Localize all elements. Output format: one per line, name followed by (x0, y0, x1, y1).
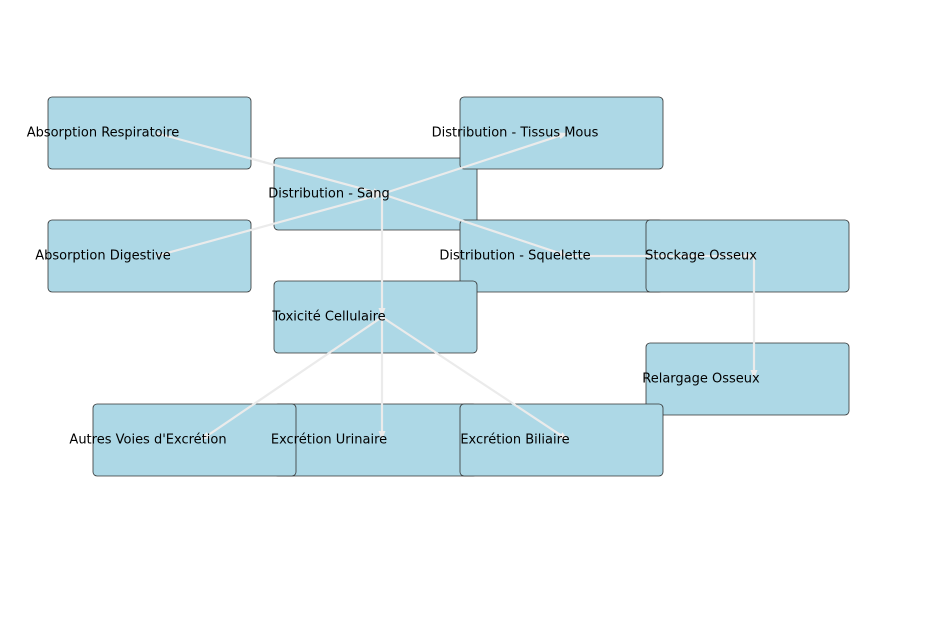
node-box-absorption-digestive (47, 219, 252, 293)
edge-line (207, 316, 383, 436)
node-label-absorption-digestive: Absorption Digestive (35, 249, 171, 264)
node-boxes (47, 96, 850, 477)
edge-line (155, 131, 374, 193)
node-label-absorption-respiratoire: Absorption Respiratoire (27, 126, 180, 141)
arrowhead-icon (750, 370, 758, 379)
node-box-autres-voies (92, 403, 297, 477)
arrowhead-icon (201, 432, 211, 440)
node-box-relargage-osseux (645, 342, 850, 416)
edge-line (155, 195, 374, 258)
arrowhead-icon (745, 252, 754, 260)
node-label-distribution-sang: Distribution - Sang (268, 187, 390, 202)
edge-distribution-squelette-to-stockage-osseux (568, 252, 754, 260)
arrowhead-icon (372, 193, 382, 200)
edge-toxicite-cellulaire-to-autres-voies (201, 316, 383, 440)
edge-line (381, 134, 560, 196)
node-label-excretion-urinaire: Excrétion Urinaire (271, 433, 387, 448)
node-label-distribution-squelette: Distribution - Squelette (439, 249, 590, 264)
edge-distribution-sang-to-distribution-tissus (381, 132, 568, 196)
arrowhead-icon (558, 132, 568, 140)
edge-stockage-osseux-to-relargage-osseux (750, 256, 758, 379)
edge-line (381, 192, 560, 255)
node-box-excretion-biliaire (459, 403, 664, 477)
node-label-stockage-osseux: Stockage Osseux (645, 249, 757, 264)
arrowhead-icon (558, 249, 568, 257)
arrowhead-icon (378, 308, 386, 317)
node-box-toxicite-cellulaire (273, 280, 478, 354)
node-box-absorption-respiratoire (47, 96, 252, 170)
node-label-autres-voies: Autres Voies d'Excrétion (69, 433, 226, 448)
node-label-relargage-osseux: Relargage Osseux (642, 372, 760, 387)
arrowhead-icon (378, 431, 386, 440)
node-label-distribution-tissus: Distribution - Tissus Mous (432, 126, 599, 141)
edge-toxicite-cellulaire-to-excretion-biliaire (381, 316, 568, 440)
node-label-toxicite-cellulaire: Toxicité Cellulaire (271, 310, 385, 325)
node-label-excretion-biliaire: Excrétion Biliaire (460, 433, 569, 448)
edge-distribution-sang-to-distribution-squelette (381, 192, 568, 257)
arrowhead-icon (558, 432, 568, 440)
edge-toxicite-cellulaire-to-excretion-urinaire (378, 317, 386, 440)
edge-line (381, 316, 562, 436)
edges (155, 131, 758, 440)
edge-distribution-sang-to-toxicite-cellulaire (378, 194, 386, 317)
edge-absorption-digestive-to-distribution-sang (155, 193, 382, 258)
